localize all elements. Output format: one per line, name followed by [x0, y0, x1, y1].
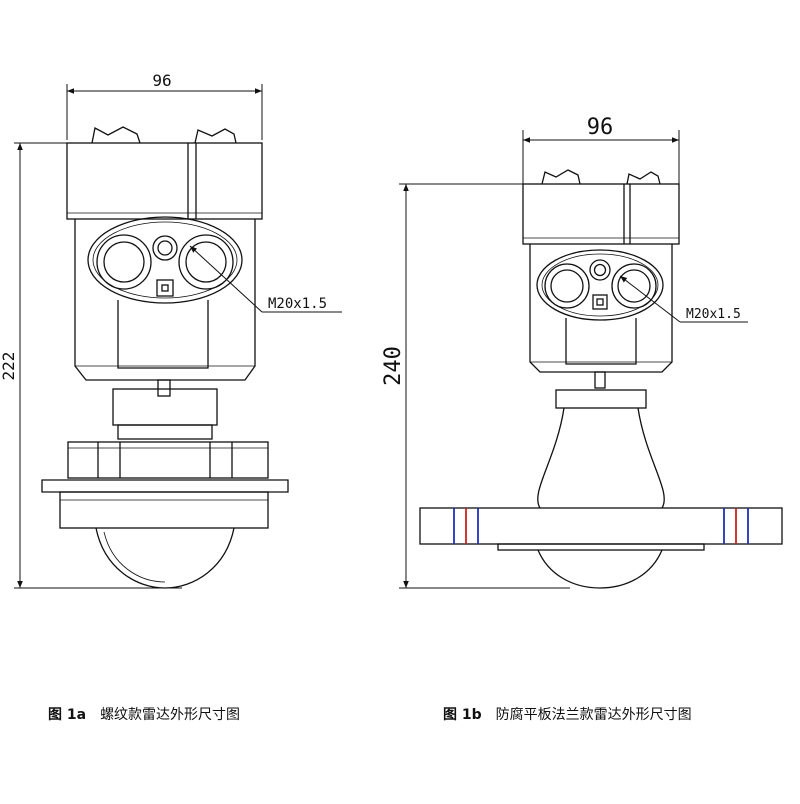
- figure-b-cable-gland-right: [611, 263, 657, 309]
- figure-b-bolt-hole-right: [723, 508, 749, 544]
- figure-b-bolt-hole-left: [453, 508, 479, 544]
- figure-b-caption-number: 图 1b: [443, 707, 482, 723]
- figure-b-height-dimension: 240: [381, 183, 570, 589]
- figure-a-width-value: 96: [152, 71, 171, 90]
- figure-a-caption-number: 图 1a: [48, 707, 87, 723]
- figure-a-cable-gland-left: [96, 234, 152, 290]
- figure-a-cable-gland-right: [178, 234, 234, 290]
- figure-b-horn: [537, 407, 665, 509]
- figure-b-width-value: 96: [587, 115, 614, 140]
- figure-a-gland-plate: [87, 216, 243, 304]
- figure-a-dome-antenna: [95, 527, 235, 589]
- figure-b-width-dimension: 96: [522, 115, 680, 185]
- figure-a-drawing: 96 222 M20x1.5: [0, 71, 342, 589]
- figure-a-neck: [112, 388, 218, 426]
- figure-b-vent-plug: [589, 259, 611, 281]
- figure-a-height-value: 222: [0, 352, 18, 381]
- figure-b-dome-antenna: [537, 549, 663, 589]
- figure-b-cable-gland-left: [544, 263, 590, 309]
- figure-a-ground-screw: [156, 279, 174, 297]
- figure-a-housing-body: [74, 219, 256, 381]
- figure-b-caption: 图 1b 防腐平板法兰款雷达外形尺寸图: [443, 704, 692, 724]
- figure-b-caption-text: 防腐平板法兰款雷达外形尺寸图: [495, 707, 692, 723]
- figure-a-height-dimension: 222: [0, 142, 182, 589]
- figure-a-vent-plug: [152, 235, 178, 261]
- figure-a-thread-nut: [67, 441, 269, 479]
- figure-b-neck: [555, 389, 647, 409]
- figure-b-thread-label: M20x1.5: [686, 307, 741, 322]
- figure-b-flange-plate: [419, 507, 783, 545]
- figure-b-height-value: 240: [381, 346, 406, 386]
- figure-b-housing-cap: [522, 183, 680, 245]
- figure-a-housing-cap: [66, 142, 263, 220]
- figure-b-ground-screw: [592, 294, 608, 310]
- figure-a-plate: [41, 479, 289, 493]
- figure-a-thread-label: M20x1.5: [268, 296, 327, 312]
- figure-a-width-dimension: 96: [66, 71, 263, 140]
- figure-a-caption: 图 1a 螺纹款雷达外形尺寸图: [48, 704, 240, 724]
- figure-a-caption-text: 螺纹款雷达外形尺寸图: [100, 707, 241, 723]
- figure-b-gland-plate: [536, 249, 664, 321]
- figure-b-drawing: 96 240 M20x1.5: [381, 115, 783, 589]
